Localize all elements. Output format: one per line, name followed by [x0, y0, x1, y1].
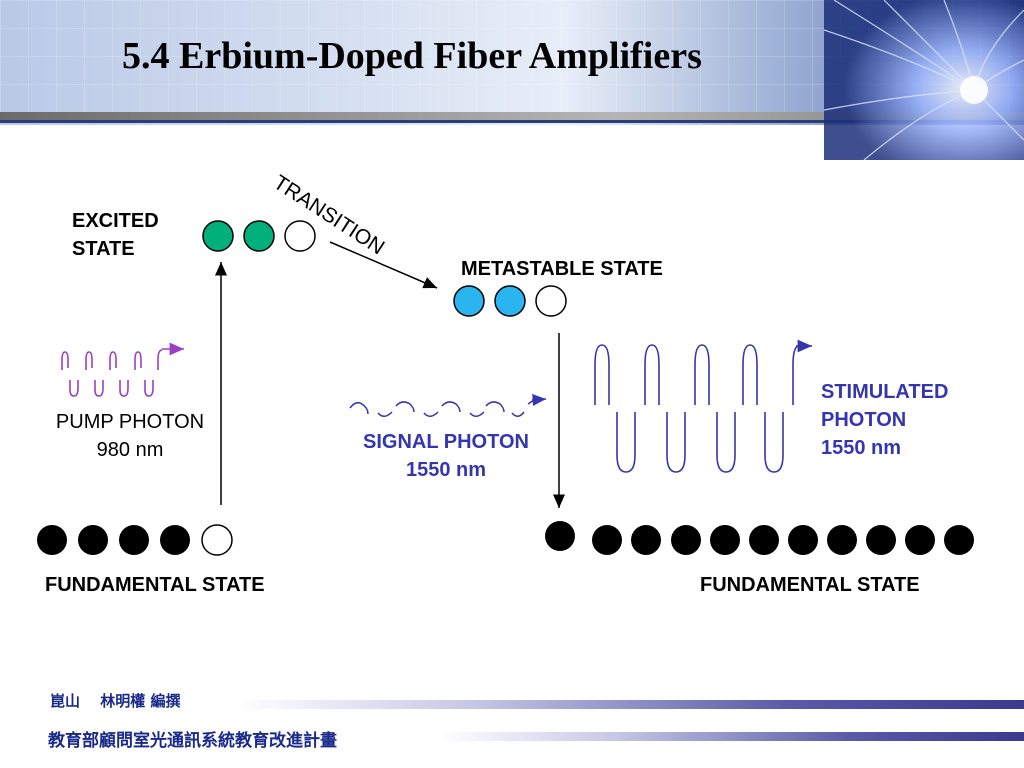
- ground-ion: [944, 525, 974, 555]
- right-ground-state-ions: [545, 521, 974, 555]
- header-divider-accent: [0, 120, 1024, 123]
- excited-ion: [202, 220, 234, 252]
- excited-state-label: EXCITED STATE: [72, 207, 159, 263]
- ground-ion: [671, 525, 701, 555]
- ground-ion: [160, 525, 190, 555]
- ground-ion: [749, 525, 779, 555]
- ground-ion-empty: [201, 524, 233, 556]
- header-divider: [0, 112, 1024, 120]
- pump-photon-text: PUMP PHOTON: [55, 411, 205, 433]
- metastable-ion: [453, 285, 485, 317]
- optical-fiber-icon: [824, 0, 1024, 160]
- fundamental-state-right-label: FUNDAMENTAL STATE: [700, 574, 920, 596]
- ground-ion: [545, 521, 575, 551]
- stimulated-photon-text: STIMULATED PHOTON: [821, 381, 949, 431]
- ground-ion: [866, 525, 896, 555]
- pump-photon-label: PUMP PHOTON 980 nm: [30, 408, 230, 464]
- left-ground-state-ions: [37, 524, 233, 556]
- metastable-state-ions: [453, 285, 567, 317]
- signal-photon-label: SIGNAL PHOTON 1550 nm: [346, 428, 546, 484]
- footer-authors: 崑山 林明權 編撰: [50, 692, 181, 710]
- footer-decoration-line-bottom: [440, 732, 1024, 741]
- stimulated-wavelength: 1550 nm: [821, 437, 902, 459]
- signal-wavelength: 1550 nm: [405, 459, 487, 481]
- ground-ion: [78, 525, 108, 555]
- metastable-ion: [494, 285, 526, 317]
- transition-label: TRANSITION: [269, 171, 388, 260]
- stimulated-photon-wave: [594, 339, 812, 473]
- transition-arrow: [329, 241, 438, 289]
- ground-ion: [37, 525, 67, 555]
- metastable-state-label: METASTABLE STATE: [461, 258, 663, 280]
- footer-program: 教育部顧問室光通訊系統教育改進計畫: [48, 731, 337, 751]
- pump-wavelength: 980 nm: [96, 439, 164, 461]
- excited-ion-empty: [284, 220, 316, 252]
- metastable-ion-empty: [535, 285, 567, 317]
- signal-photon-text: SIGNAL PHOTON: [363, 431, 529, 453]
- excited-state-ions: [202, 220, 316, 252]
- slide-title: 5.4 Erbium-Doped Fiber Amplifiers: [122, 35, 702, 77]
- excited-state-text: EXCITED STATE: [72, 210, 159, 260]
- stimulated-photon-label: STIMULATED PHOTON 1550 nm: [821, 378, 948, 462]
- signal-photon-wave: [349, 393, 547, 417]
- fundamental-state-left-label: FUNDAMENTAL STATE: [45, 574, 265, 596]
- ground-ion: [788, 525, 818, 555]
- ground-ion: [592, 525, 622, 555]
- footer-decoration-line-top: [235, 700, 1024, 709]
- pump-photon-wave: [61, 342, 184, 397]
- excited-ion: [243, 220, 275, 252]
- ground-ion: [827, 525, 857, 555]
- ground-ion: [631, 525, 661, 555]
- ground-ion: [905, 525, 935, 555]
- ground-ion: [119, 525, 149, 555]
- ground-ion: [710, 525, 740, 555]
